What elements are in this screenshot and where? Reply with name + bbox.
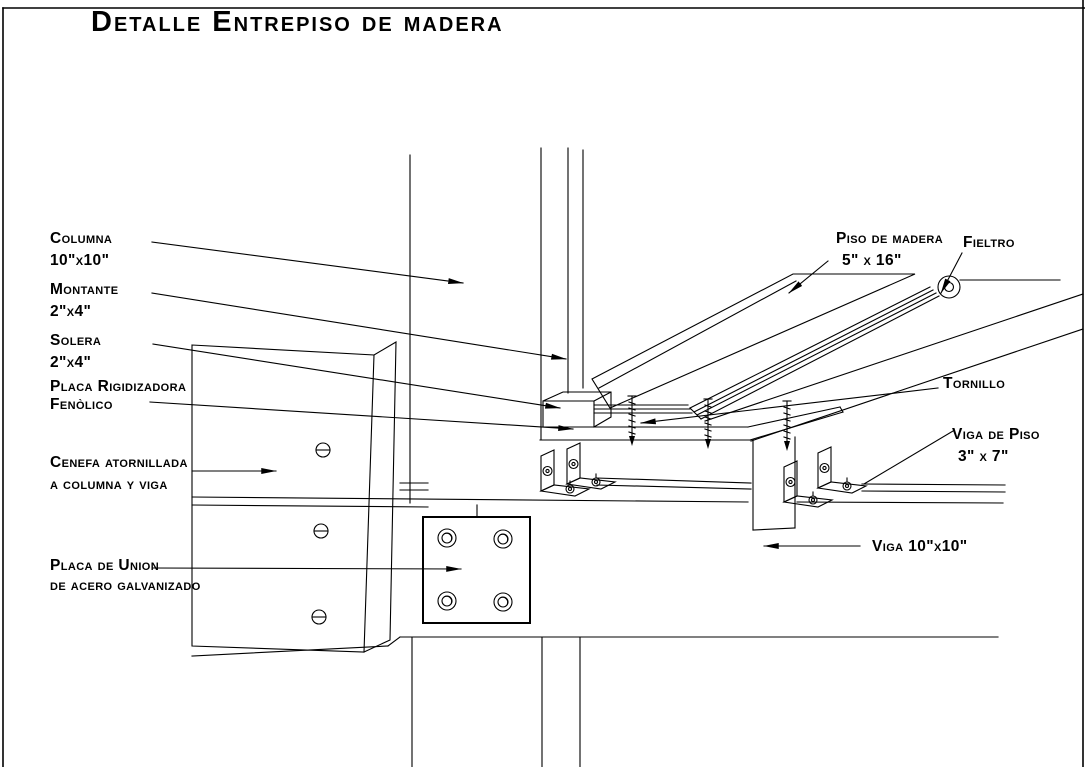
plate-bolts xyxy=(437,528,513,612)
union-plate xyxy=(423,505,530,623)
label-cenefa: Cenefa atornillada a columna y viga xyxy=(50,452,188,496)
plywood-edge xyxy=(594,405,692,413)
label-tornillo: Tornillo xyxy=(943,373,1005,395)
label-montante-name: Montante xyxy=(50,281,119,298)
label-montante-size: 2"x4" xyxy=(50,303,92,320)
label-solera-size: 2"x4" xyxy=(50,354,92,371)
label-viga-piso-name: Viga de Piso xyxy=(952,426,1040,443)
floor-plank-band xyxy=(540,407,843,440)
label-fieltro: Fieltro xyxy=(963,232,1015,254)
angle-clips xyxy=(540,442,867,508)
label-viga-piso: Viga de Piso 3" x 7" xyxy=(952,424,1040,468)
label-placa-rigidizadora-name: Placa Rigidizadora xyxy=(50,378,187,395)
felt-roll xyxy=(938,276,1060,298)
label-piso-madera-name: Piso de madera xyxy=(836,230,944,247)
label-viga-piso-size: 3" x 7" xyxy=(958,448,1009,465)
label-tornillo-name: Tornillo xyxy=(943,375,1006,392)
label-solera-name: Solera xyxy=(50,332,102,349)
leader-lines xyxy=(150,242,962,572)
label-piso-madera: Piso de madera 5" x 16" xyxy=(836,228,943,272)
label-montante: Montante 2"x4" xyxy=(50,279,118,323)
label-placa-rigidizadora-material: Fenòlico xyxy=(50,396,113,413)
floor-deck xyxy=(592,274,1083,441)
label-placa-rigidizadora: Placa Rigidizadora Fenòlico xyxy=(50,378,186,414)
label-solera: Solera 2"x4" xyxy=(50,330,101,374)
frame-border xyxy=(3,0,1085,767)
label-piso-madera-size: 5" x 16" xyxy=(842,252,902,269)
label-columna: Columna 10"x10" xyxy=(50,228,112,272)
label-viga: Viga 10"x10" xyxy=(872,536,968,558)
joist-lines xyxy=(597,478,751,489)
beam-lines xyxy=(192,483,1005,656)
label-placa-union-name: Placa de Union xyxy=(50,557,160,574)
label-placa-union-material: de acero galvanizado xyxy=(50,577,201,594)
felt-strip xyxy=(690,287,939,419)
cenefa-board xyxy=(192,342,396,652)
label-fieltro-name: Fieltro xyxy=(963,234,1015,251)
label-placa-union: Placa de Union de acero galvanizado xyxy=(50,556,201,596)
label-cenefa-detail: a columna y viga xyxy=(50,476,168,493)
joist-post xyxy=(753,437,795,530)
label-viga-name: Viga 10"x10" xyxy=(872,538,968,555)
label-cenefa-name: Cenefa atornillada xyxy=(50,454,188,471)
label-columna-size: 10"x10" xyxy=(50,252,110,269)
cenefa-screws xyxy=(311,442,331,625)
label-columna-name: Columna xyxy=(50,230,113,247)
drawing-title: Detalle Entrepiso de madera xyxy=(91,6,504,38)
column-lines xyxy=(410,148,583,767)
